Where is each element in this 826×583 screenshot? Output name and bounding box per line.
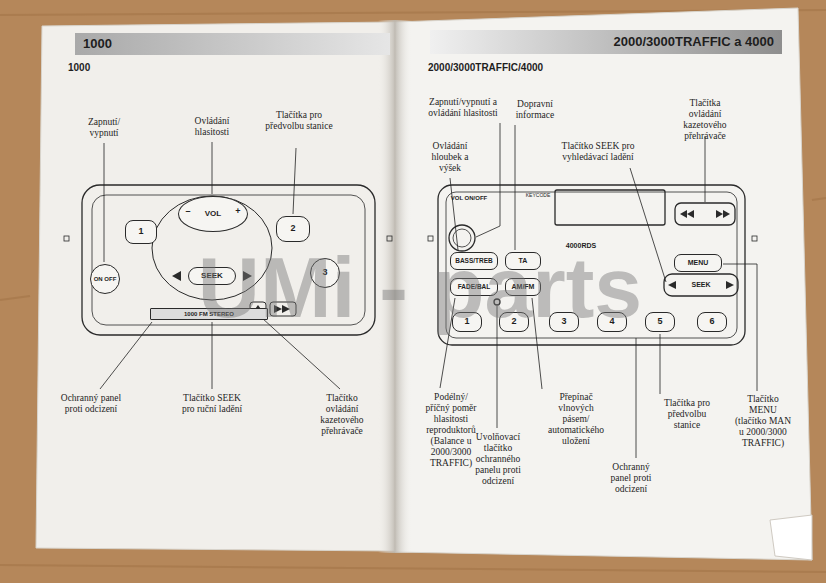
- callout-text: Podélný/ příčný poměr hlasitosti reprodu…: [424, 392, 478, 468]
- node-text: SEEK: [691, 281, 710, 288]
- callout-text: Tlačítko MENU (tlačítko MAN u 2000/3000 …: [734, 394, 792, 449]
- node-text: MENU: [688, 259, 709, 266]
- header-band: 2000/3000TRAFFIC a 4000: [430, 30, 782, 54]
- menu-button: MENU: [674, 254, 722, 272]
- callout-text: Zapnutí/ vypnutí: [80, 117, 128, 139]
- node-text: 6: [709, 317, 714, 326]
- section-heading: 2000/3000TRAFFIC/4000: [428, 62, 628, 74]
- callout-text: Ochranný panel proti odcizení: [58, 393, 124, 415]
- node-text: VOL: [205, 210, 221, 218]
- callout-text: Tlačítko ovládání kazetového přehrávače: [314, 393, 370, 437]
- callout-text: Tlačítka pro předvolbu stanice: [262, 110, 336, 132]
- knob-marking: VOL ON/OFF: [446, 195, 492, 202]
- volume-minus: –: [183, 206, 193, 216]
- callout-text: Zapnutí/vypnutí a ovládání hlasitosti: [418, 97, 508, 119]
- header-band: 1000: [75, 33, 390, 55]
- volume-plus: +: [233, 206, 243, 216]
- preset-button: 1: [125, 220, 157, 244]
- cassette-arrows: [668, 210, 734, 289]
- callout-text: Přepínač vlnových pásem/ automatického u…: [545, 392, 607, 447]
- preset-button: 5: [645, 312, 675, 332]
- callout-text: Dopravní informace: [506, 99, 564, 121]
- node-text: ON OFF: [94, 276, 117, 282]
- callout-text: Ovládání hlasitosti: [182, 116, 242, 138]
- brand-marking: KEYCODE: [522, 193, 554, 199]
- preset-button: 2: [276, 216, 310, 242]
- callout-text: Ochranný panel proti odcizení: [604, 462, 658, 495]
- preset-button: 6: [697, 312, 727, 332]
- callout-text: Tlačítka ovládání kazetového přehrávače: [676, 98, 734, 142]
- seek-button: SEEK: [682, 276, 720, 294]
- callout-text: Uvolňovací tlačítko ochranného panelu pr…: [466, 432, 530, 487]
- section-heading: 1000: [68, 62, 148, 74]
- callout-text: Tlačítko SEEK pro vyhledávací ladění: [550, 141, 646, 163]
- node-text: 1000: [83, 37, 112, 51]
- torn-corner: [770, 515, 812, 560]
- callout-text: Ovládání hloubek a výšek: [426, 141, 474, 174]
- node-text: 5: [657, 317, 662, 326]
- node-text: 2000/3000TRAFFIC a 4000: [614, 35, 774, 49]
- node-text: 2: [290, 224, 295, 233]
- callout-text: Tlačítko SEEK pro ruční ladění: [177, 393, 247, 415]
- power-button: ON OFF: [90, 264, 120, 294]
- watermark: UMi - parts: [140, 238, 700, 337]
- callout-text: Tlačítka pro předvolbu stanice: [660, 398, 714, 431]
- node-text: 1: [138, 227, 143, 236]
